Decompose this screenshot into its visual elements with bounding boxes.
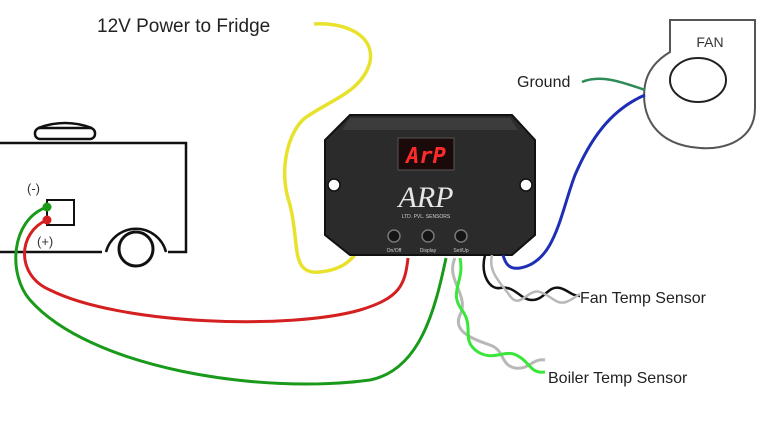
trailer	[0, 121, 188, 268]
display-button[interactable]	[421, 229, 435, 243]
fan-temp-sensor-wires	[482, 254, 581, 304]
boiler-temp-label: Boiler Temp Sensor	[548, 370, 688, 387]
display-label: Display	[420, 248, 437, 254]
on-off-label: On/Off	[387, 248, 402, 254]
led-display: ArP	[404, 144, 446, 169]
fan-wire	[501, 93, 646, 270]
ground-wire	[581, 77, 646, 92]
fan: FAN	[643, 19, 756, 150]
power-wire	[282, 22, 373, 274]
fan-label: FAN	[696, 34, 723, 50]
controller-box: ArP ARP LTD. PVL. SENSORS On/Off Display…	[324, 114, 536, 256]
positive-label: (+)	[37, 234, 53, 249]
negative-wire	[14, 205, 448, 386]
fan-temp-label: Fan Temp Sensor	[580, 290, 707, 307]
positive-wire	[23, 218, 410, 324]
brand-logo: ARP	[397, 181, 454, 214]
ground-label: Ground	[517, 74, 570, 91]
brand-subtitle: LTD. PVL. SENSORS	[402, 214, 451, 220]
power-label: 12V Power to Fridge	[97, 16, 270, 37]
on-off-button[interactable]	[387, 229, 401, 243]
setup-label: Set/Up	[453, 248, 469, 254]
negative-label: (-)	[27, 181, 40, 196]
setup-button[interactable]	[454, 229, 468, 243]
boiler-temp-sensor-wires	[451, 257, 546, 374]
